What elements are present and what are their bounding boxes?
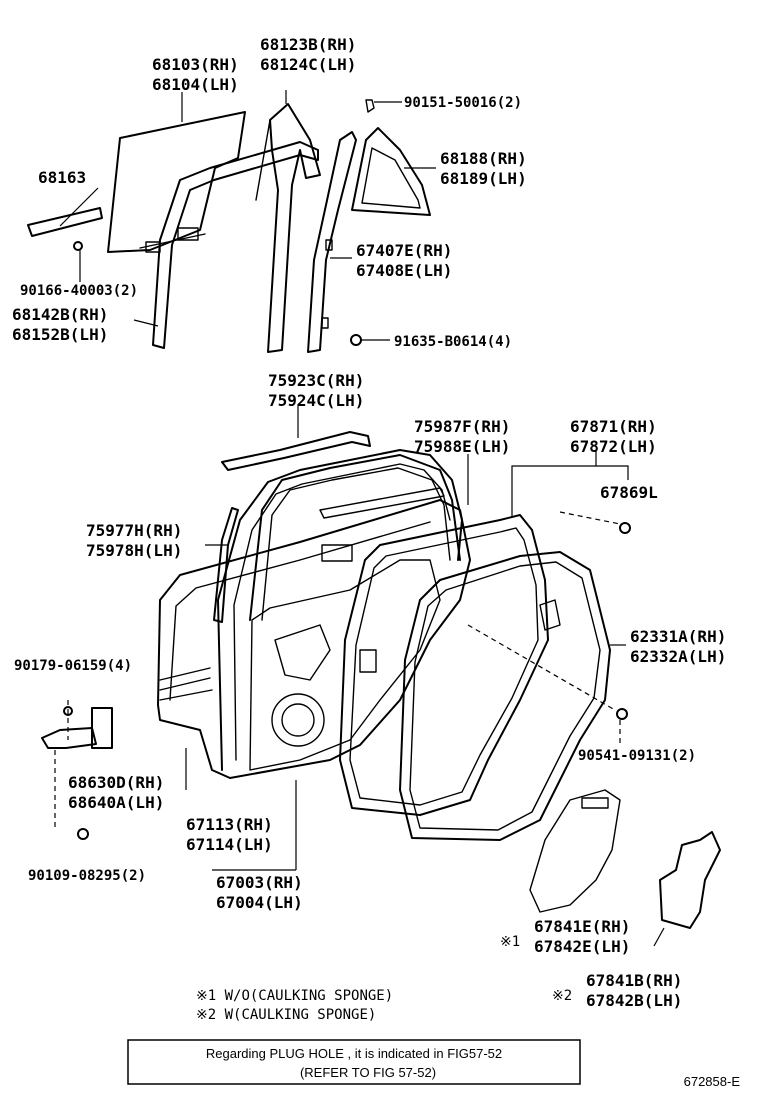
label-67872: 67872(LH) [570,437,657,456]
inner-handle [321,544,353,562]
label-68104: 68104(LH) [152,75,239,94]
reference-box [127,1039,581,1085]
label-90151: 90151-50016(2) [404,95,522,111]
label-68123: 68123B(RH) [260,35,356,54]
division-bar [267,103,321,353]
service-hole-cover-tab [581,797,609,809]
reference-text-line2: (REFER TO FIG 57-52) [300,1065,436,1080]
clip-67869 [619,522,631,534]
glass-run [249,454,461,621]
label-67869: 67869L [600,483,658,502]
quarter-glass-inner [361,147,421,209]
label-67114: 67114(LH) [186,835,273,854]
caulking-sponge-cover [659,831,721,929]
leader-lines [59,90,665,947]
clip-90151 [365,99,375,113]
label-75978: 75978H(LH) [86,541,182,560]
quarter-glass [351,127,431,216]
door-panel [157,499,471,779]
label-62331: 62331A(RH) [630,627,726,646]
label-67871: 67871(RH) [570,417,657,436]
label-75977: 75977H(RH) [86,521,182,540]
label-90166: 90166-40003(2) [20,283,138,299]
label-67842b: 67842B(LH) [586,991,682,1010]
label-68124: 68124C(LH) [260,55,356,74]
weatherstrip-clip [321,317,329,329]
label-67004: 67004(LH) [216,893,303,912]
speaker-hole-inner [281,703,315,737]
label-91635: 91635-B0614(4) [394,334,512,350]
label-90109: 90109-08295(2) [28,868,146,884]
channel-bolt [73,241,83,251]
weatherstrip-clip [325,239,333,251]
bolt-91635 [350,334,362,346]
weatherstrip-bracket [539,599,561,631]
label-67408: 67408E(LH) [356,261,452,280]
regulator-bracket [274,624,331,681]
figure-id: 672858-E [684,1074,741,1089]
door-weatherstrip-outer [339,514,549,816]
division-bar-inner [255,119,271,201]
service-hole-cover [529,789,621,913]
dashed-guide-lines [54,511,621,828]
run-channel [152,141,319,349]
door-panel-inner-edge [169,521,431,701]
door-check-bracket [91,707,113,749]
label-67113: 67113(RH) [186,815,273,834]
speaker-hole [271,693,325,747]
label-62332: 62332A(LH) [630,647,726,666]
glass-weatherstrip [307,131,357,353]
door-window-frame-inner [233,463,451,761]
glass-bracket [177,227,199,241]
label-68640: 68640A(LH) [68,793,164,812]
label-67003: 67003(RH) [216,873,303,892]
label-75988: 75988E(LH) [414,437,510,456]
label-68163: 68163 [38,168,86,187]
label-90179: 90179-06159(4) [14,658,132,674]
door-opening-weatherstrip-inner [409,561,601,831]
label-68630: 68630D(RH) [68,773,164,792]
label-67407: 67407E(RH) [356,241,452,260]
door-opening-weatherstrip [399,551,611,841]
inner-belt [319,487,445,519]
reference-text-line1: Regarding PLUG HOLE , it is indicated in… [206,1046,502,1061]
bolt-90109 [77,828,89,840]
door-check [41,727,97,749]
mark-2: ※2 [552,988,572,1004]
label-67841b: 67841B(RH) [586,971,682,990]
label-68189: 68189(LH) [440,169,527,188]
label-75923: 75923C(RH) [268,371,364,390]
label-68188: 68188(RH) [440,149,527,168]
lock-bracket [359,649,377,673]
label-67842e: 67842E(LH) [534,937,630,956]
mark-1: ※1 [500,934,520,950]
belt-moulding-front [213,507,239,623]
glass-run-inner [261,467,451,621]
label-68142: 68142B(RH) [12,305,108,324]
label-67841e: 67841E(RH) [534,917,630,936]
door-weatherstrip-outer-inner [349,527,539,806]
label-68152: 68152B(LH) [12,325,108,344]
door-window-frame [217,449,463,771]
door-glass [107,111,246,253]
note-with-caulking-sponge: ※2 W(CAULKING SPONGE) [196,1007,376,1023]
label-90541: 90541-09131(2) [578,748,696,764]
clip-90541 [616,708,628,720]
outer-belt-molding [221,431,371,471]
label-75987: 75987F(RH) [414,417,510,436]
label-75924: 75924C(LH) [268,391,364,410]
label-68103: 68103(RH) [152,55,239,74]
door-panel-crease [159,667,213,701]
lower-channel [27,207,103,237]
note-without-caulking-sponge: ※1 W/O(CAULKING SPONGE) [196,988,393,1004]
